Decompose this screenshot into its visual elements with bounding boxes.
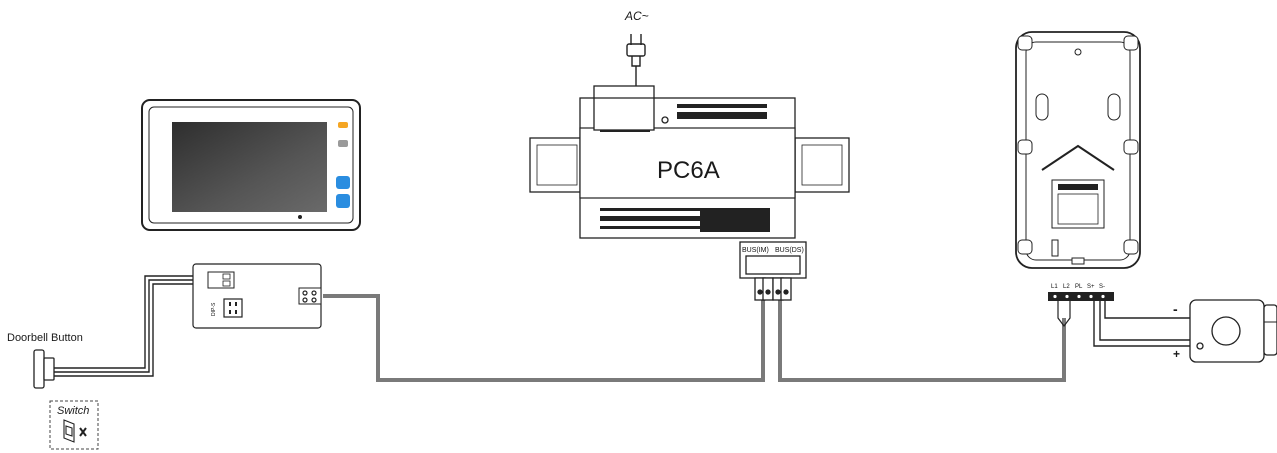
doorbell-button: Doorbell Button [7,332,83,389]
power-supply-pc6a: PC6A BUS(IM) BUS(DS) [529,85,850,301]
vents-bottom [600,208,770,232]
wire-bus-ds-to-door-station [778,298,1066,382]
supply-top-block [593,85,655,131]
monitor-led-gray [338,140,348,147]
bus-ds-label: BUS(DS) [775,247,804,254]
monitor-unlock-button [336,176,350,189]
doorbell-wires [52,275,210,377]
dip-label: DIP-S [211,302,217,316]
switch: Switch [49,400,99,450]
terminal-label-l1: L1 [1051,284,1058,290]
board-bus-terminal [298,287,322,305]
indoor-monitor [141,99,361,231]
monitor-led-orange [338,122,348,128]
terminal-label-l2: L2 [1063,284,1070,290]
supply-terminals [754,277,792,301]
bus-wires [323,294,1066,382]
monitor-mic [298,215,302,219]
ac-plug: AC~ [624,9,649,86]
doorbell-label: Doorbell Button [7,332,83,344]
switch-label: Switch [57,405,89,417]
monitor-talk-button [336,194,350,208]
ac-label: AC~ [624,9,649,23]
bus-im-label: BUS(IM) [742,247,769,254]
terminal-label-s-plus: S+ [1087,284,1095,290]
door-station [1015,31,1141,269]
din-rail-right [794,137,850,193]
terminal-label-s-minus: S- [1099,284,1105,290]
lock-minus-label: - [1173,301,1178,317]
monitor-back-board: DIP-S [192,263,322,329]
lock-wires [1093,300,1200,347]
monitor-screen [172,122,327,212]
door-station-terminals: L1 L2 PL S+ S- [1048,284,1114,327]
switch-icon [63,419,87,443]
supply-terminal-block [739,241,807,279]
plug-icon [626,34,646,86]
dip-switch [223,298,243,318]
wire-monitor-to-bus-im [323,294,765,382]
terminal-label-pl: PL [1075,284,1083,290]
electric-lock [1189,299,1277,363]
vents-top [600,104,767,132]
din-rail-left [529,137,585,193]
supply-model-label: PC6A [657,157,720,184]
lock-plus-label: + [1173,347,1180,361]
